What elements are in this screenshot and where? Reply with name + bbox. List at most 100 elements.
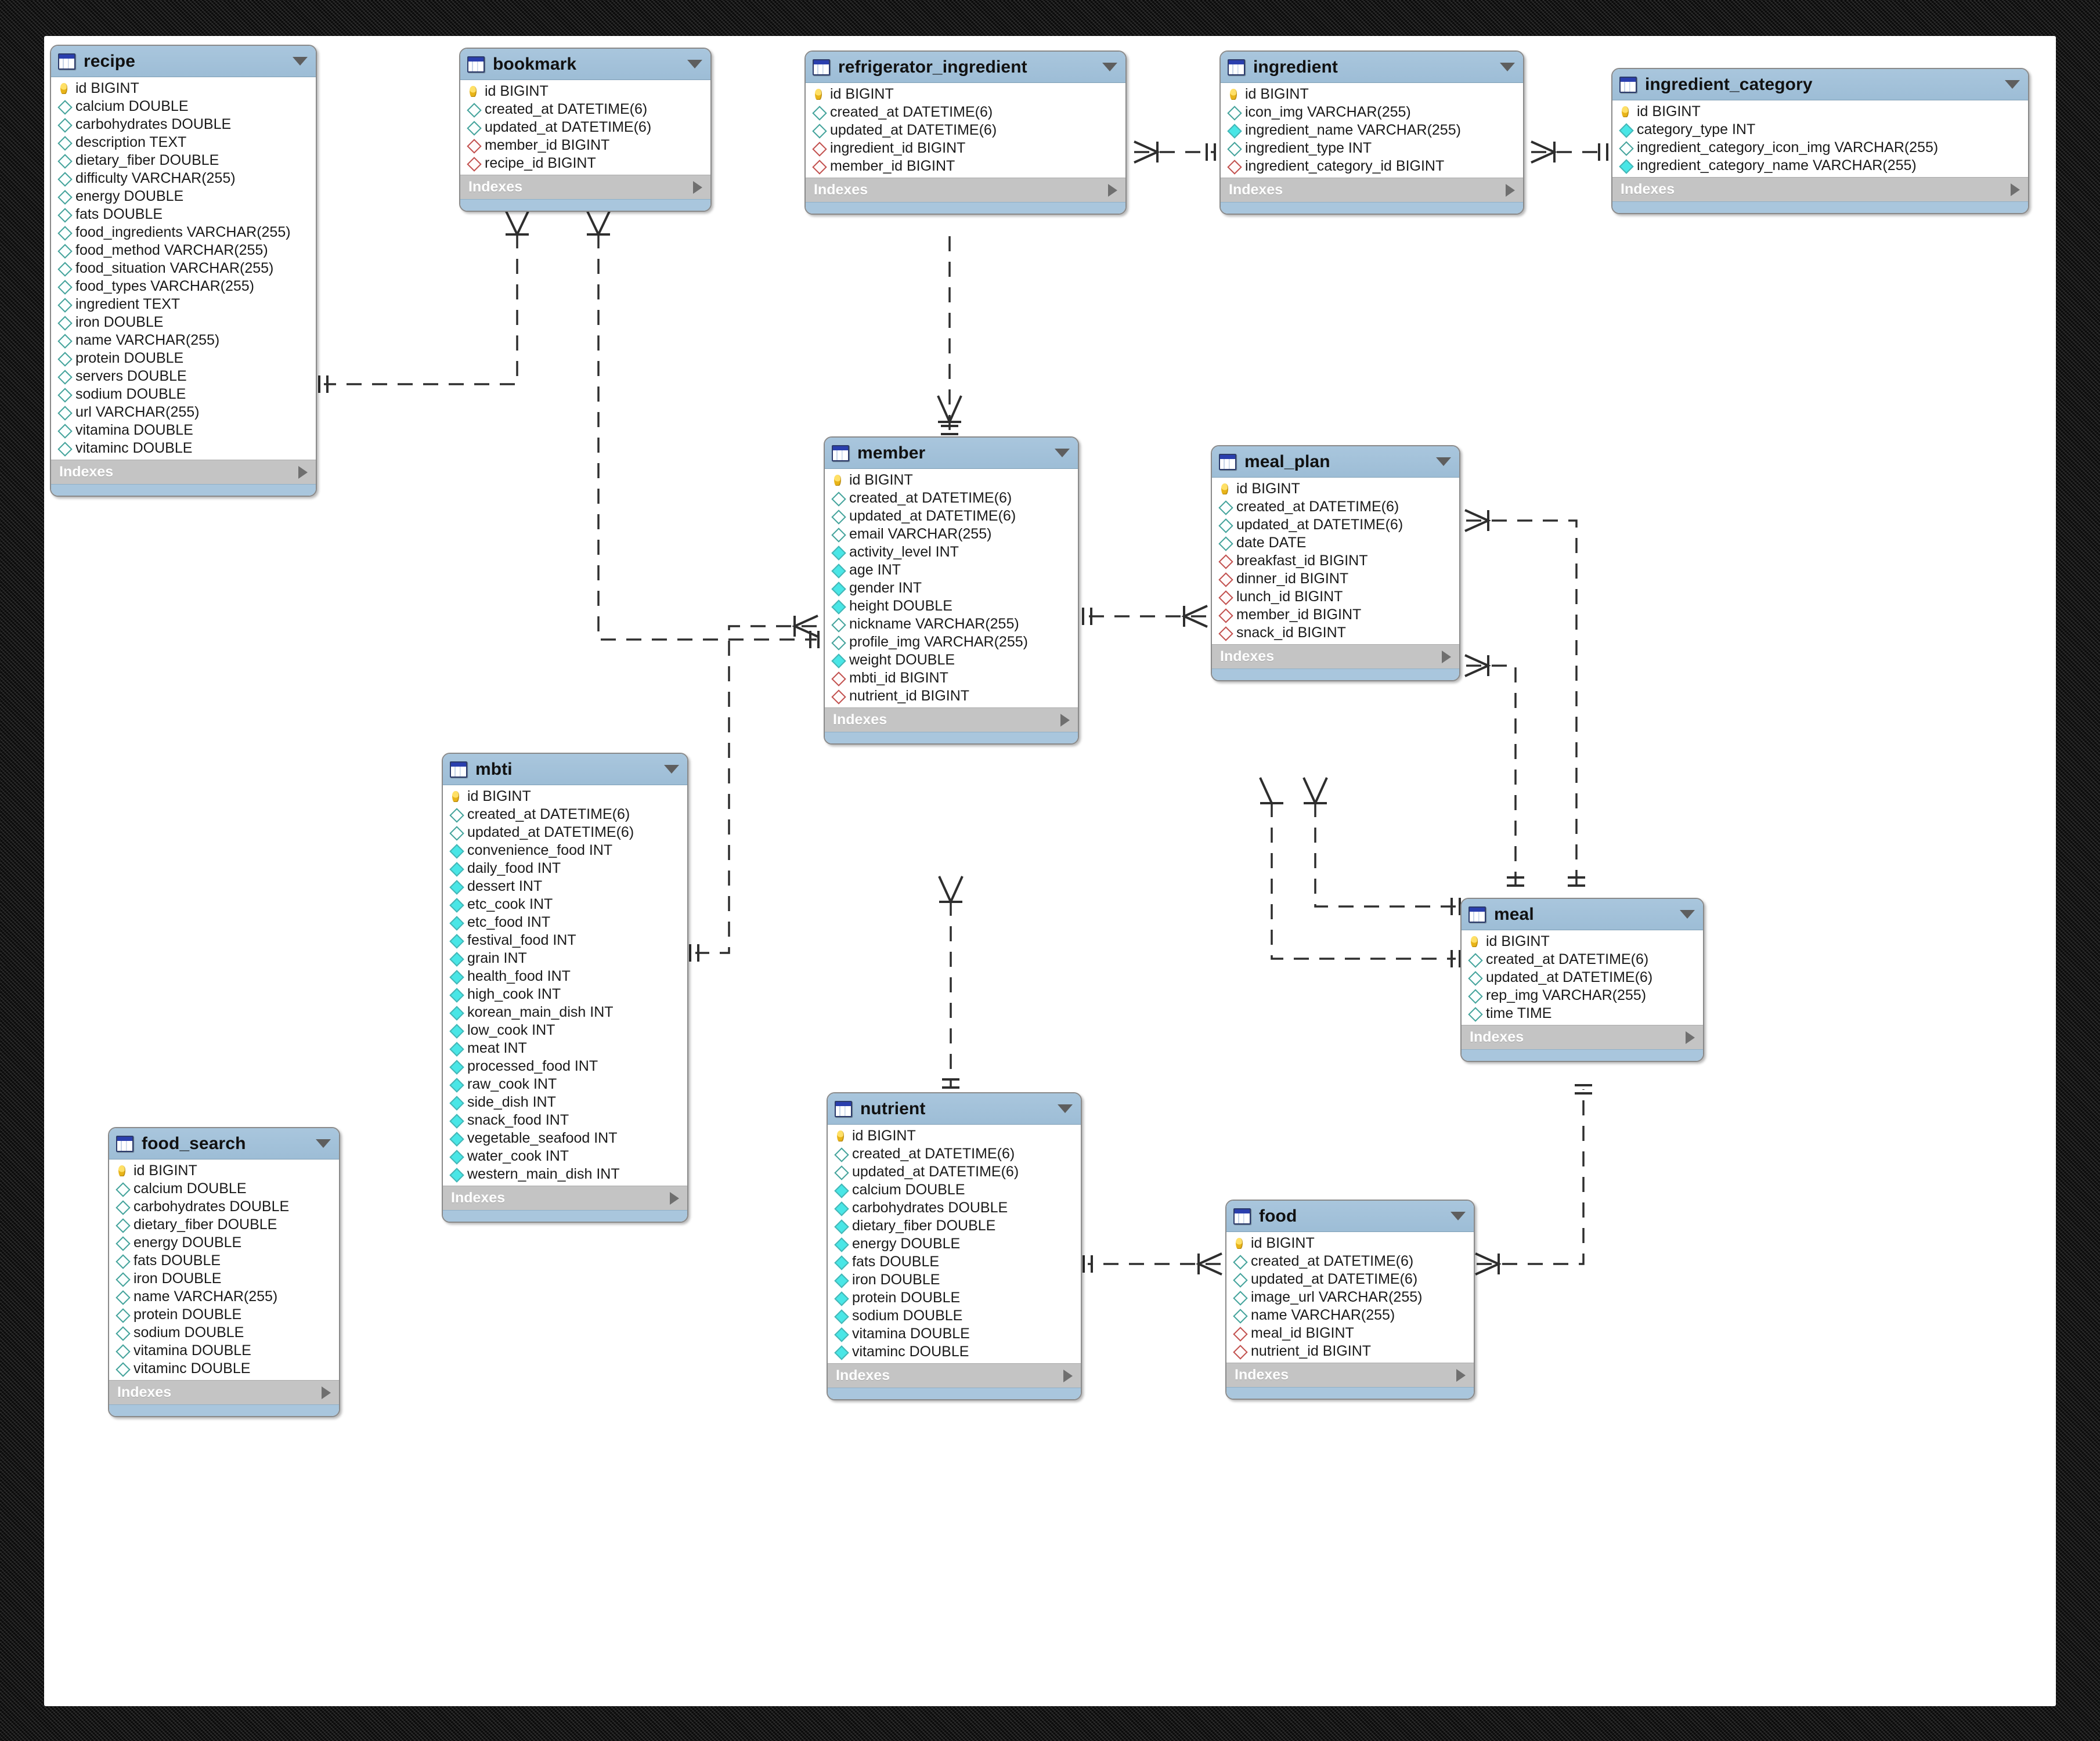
chevron-down-icon[interactable]: [1102, 63, 1117, 71]
column-row[interactable]: id BIGINT: [825, 471, 1078, 489]
column-row[interactable]: name VARCHAR(255): [1226, 1306, 1474, 1324]
column-row[interactable]: raw_cook INT: [443, 1075, 687, 1093]
table-header-food[interactable]: food: [1226, 1201, 1474, 1232]
column-row[interactable]: fats DOUBLE: [51, 205, 316, 223]
column-row[interactable]: updated_at DATETIME(6): [443, 823, 687, 841]
chevron-down-icon[interactable]: [1500, 63, 1515, 71]
column-row[interactable]: updated_at DATETIME(6): [1462, 969, 1703, 987]
table-header-ingredient_category[interactable]: ingredient_category: [1612, 69, 2028, 100]
chevron-down-icon[interactable]: [1058, 1104, 1073, 1113]
column-row[interactable]: time TIME: [1462, 1005, 1703, 1023]
column-row[interactable]: height DOUBLE: [825, 597, 1078, 615]
column-row[interactable]: health_food INT: [443, 967, 687, 985]
column-row[interactable]: protein DOUBLE: [828, 1289, 1081, 1307]
column-row[interactable]: high_cook INT: [443, 985, 687, 1003]
expand-right-icon[interactable]: [1063, 1369, 1073, 1382]
column-row[interactable]: energy DOUBLE: [109, 1234, 339, 1252]
column-row[interactable]: created_at DATETIME(6): [806, 103, 1125, 121]
column-row[interactable]: description TEXT: [51, 133, 316, 151]
column-row[interactable]: etc_food INT: [443, 913, 687, 931]
column-row[interactable]: weight DOUBLE: [825, 651, 1078, 669]
column-row[interactable]: fats DOUBLE: [109, 1252, 339, 1270]
table-header-recipe[interactable]: recipe: [51, 46, 316, 77]
column-row[interactable]: food_types VARCHAR(255): [51, 277, 316, 295]
column-row[interactable]: calcium DOUBLE: [109, 1180, 339, 1198]
column-row[interactable]: rep_img VARCHAR(255): [1462, 987, 1703, 1005]
expand-right-icon[interactable]: [1506, 183, 1515, 197]
indexes-section-bookmark[interactable]: Indexes: [460, 175, 710, 199]
chevron-down-icon[interactable]: [664, 765, 679, 774]
column-row[interactable]: ingredient_type INT: [1221, 139, 1523, 157]
column-row[interactable]: id BIGINT: [109, 1162, 339, 1180]
column-row[interactable]: iron DOUBLE: [828, 1271, 1081, 1289]
table-header-bookmark[interactable]: bookmark: [460, 49, 710, 80]
column-row[interactable]: meat INT: [443, 1039, 687, 1057]
column-row[interactable]: vegetable_seafood INT: [443, 1129, 687, 1147]
indexes-section-meal[interactable]: Indexes: [1462, 1025, 1703, 1049]
column-row[interactable]: energy DOUBLE: [51, 187, 316, 205]
column-row[interactable]: water_cook INT: [443, 1147, 687, 1165]
table-header-ingredient[interactable]: ingredient: [1221, 52, 1523, 83]
column-row[interactable]: nutrient_id BIGINT: [825, 687, 1078, 705]
column-row[interactable]: age INT: [825, 561, 1078, 579]
column-row[interactable]: updated_at DATETIME(6): [828, 1163, 1081, 1181]
indexes-section-meal_plan[interactable]: Indexes: [1212, 644, 1459, 669]
column-row[interactable]: korean_main_dish INT: [443, 1003, 687, 1021]
column-row[interactable]: mbti_id BIGINT: [825, 669, 1078, 687]
column-row[interactable]: protein DOUBLE: [51, 349, 316, 367]
column-row[interactable]: ingredient_category_name VARCHAR(255): [1612, 157, 2028, 175]
column-row[interactable]: etc_cook INT: [443, 895, 687, 913]
column-row[interactable]: dietary_fiber DOUBLE: [51, 151, 316, 169]
column-row[interactable]: ingredient_category_id BIGINT: [1221, 157, 1523, 175]
column-row[interactable]: recipe_id BIGINT: [460, 154, 710, 172]
indexes-section-food[interactable]: Indexes: [1226, 1363, 1474, 1387]
column-row[interactable]: profile_img VARCHAR(255): [825, 633, 1078, 651]
column-row[interactable]: gender INT: [825, 579, 1078, 597]
column-row[interactable]: name VARCHAR(255): [109, 1288, 339, 1306]
column-row[interactable]: dinner_id BIGINT: [1212, 570, 1459, 588]
column-row[interactable]: dietary_fiber DOUBLE: [828, 1217, 1081, 1235]
column-row[interactable]: created_at DATETIME(6): [828, 1145, 1081, 1163]
column-row[interactable]: side_dish INT: [443, 1093, 687, 1111]
column-row[interactable]: updated_at DATETIME(6): [825, 507, 1078, 525]
column-row[interactable]: iron DOUBLE: [51, 313, 316, 331]
column-row[interactable]: member_id BIGINT: [460, 136, 710, 154]
table-header-nutrient[interactable]: nutrient: [828, 1093, 1081, 1125]
column-row[interactable]: updated_at DATETIME(6): [460, 118, 710, 136]
column-row[interactable]: sodium DOUBLE: [51, 385, 316, 403]
column-row[interactable]: vitamina DOUBLE: [51, 421, 316, 439]
column-row[interactable]: food_method VARCHAR(255): [51, 241, 316, 259]
column-row[interactable]: created_at DATETIME(6): [825, 489, 1078, 507]
column-row[interactable]: created_at DATETIME(6): [1212, 498, 1459, 516]
table-header-meal[interactable]: meal: [1462, 899, 1703, 930]
column-row[interactable]: dessert INT: [443, 877, 687, 895]
column-row[interactable]: snack_food INT: [443, 1111, 687, 1129]
column-row[interactable]: image_url VARCHAR(255): [1226, 1288, 1474, 1306]
column-row[interactable]: food_ingredients VARCHAR(255): [51, 223, 316, 241]
column-row[interactable]: icon_img VARCHAR(255): [1221, 103, 1523, 121]
column-row[interactable]: daily_food INT: [443, 859, 687, 877]
column-row[interactable]: carbohydrates DOUBLE: [51, 115, 316, 133]
column-row[interactable]: dietary_fiber DOUBLE: [109, 1216, 339, 1234]
column-row[interactable]: id BIGINT: [806, 85, 1125, 103]
expand-right-icon[interactable]: [2011, 183, 2020, 196]
column-row[interactable]: name VARCHAR(255): [51, 331, 316, 349]
column-row[interactable]: id BIGINT: [1221, 85, 1523, 103]
column-row[interactable]: vitamina DOUBLE: [109, 1342, 339, 1360]
column-row[interactable]: created_at DATETIME(6): [1462, 951, 1703, 969]
indexes-section-recipe[interactable]: Indexes: [51, 460, 316, 484]
column-row[interactable]: festival_food INT: [443, 931, 687, 949]
indexes-section-nutrient[interactable]: Indexes: [828, 1363, 1081, 1388]
column-row[interactable]: iron DOUBLE: [109, 1270, 339, 1288]
column-row[interactable]: carbohydrates DOUBLE: [109, 1198, 339, 1216]
column-row[interactable]: sodium DOUBLE: [109, 1324, 339, 1342]
column-row[interactable]: member_id BIGINT: [1212, 606, 1459, 624]
indexes-section-mbti[interactable]: Indexes: [443, 1186, 687, 1210]
